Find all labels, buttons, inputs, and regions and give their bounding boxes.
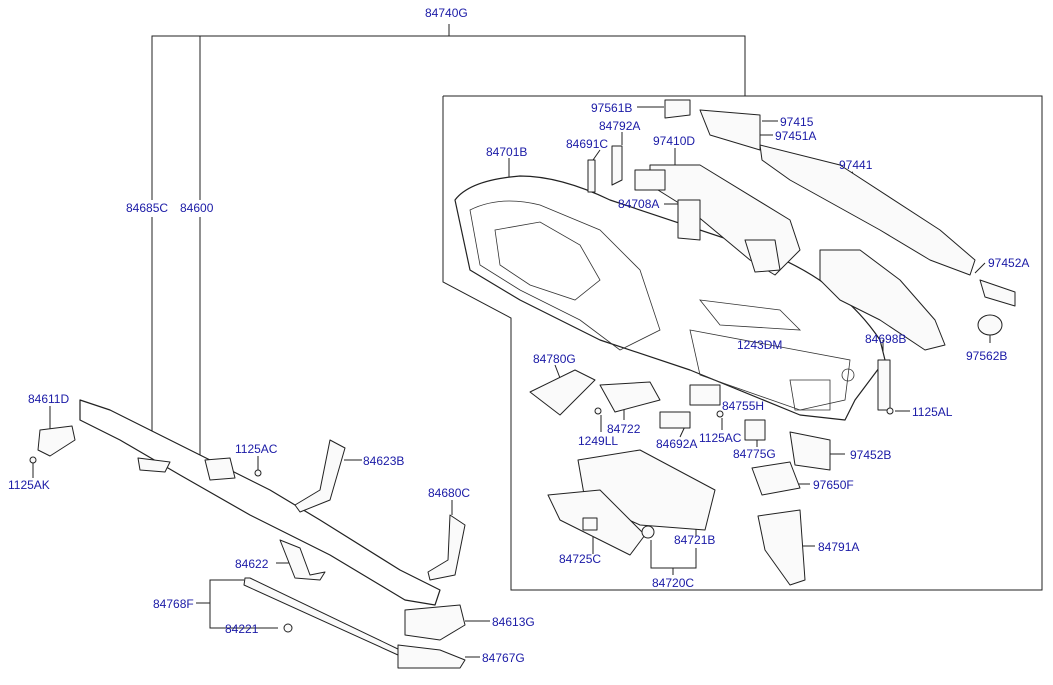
label-97452A[interactable]: 97452A	[988, 256, 1030, 270]
label-97561B[interactable]: 97561B	[591, 101, 633, 115]
label-84701B[interactable]: 84701B	[486, 145, 528, 159]
label-97410D[interactable]: 97410D	[653, 134, 696, 148]
label-84775G[interactable]: 84775G	[733, 447, 776, 461]
label-84698B[interactable]: 84698B	[865, 332, 907, 346]
inset-frame	[442, 95, 1043, 591]
label-84692A[interactable]: 84692A	[656, 437, 698, 451]
label-1125AL[interactable]: 1125AL	[912, 405, 953, 419]
label-84685C[interactable]: 84685C	[126, 201, 169, 215]
label-1125AK[interactable]: 1125AK	[8, 478, 50, 492]
label-84600[interactable]: 84600	[180, 201, 214, 215]
label-84792A[interactable]: 84792A	[599, 119, 641, 133]
small-parts-illustration	[529, 145, 894, 496]
label-97451A[interactable]: 97451A	[775, 129, 817, 143]
label-84622[interactable]: 84622	[235, 557, 269, 571]
label-1125AC-left[interactable]: 1125AC	[235, 442, 278, 456]
label-84720C[interactable]: 84720C	[652, 576, 695, 590]
label-84613G[interactable]: 84613G	[492, 615, 535, 629]
label-97452B[interactable]: 97452B	[850, 448, 892, 462]
assembly-leader-lines	[151, 24, 746, 455]
label-84623B[interactable]: 84623B	[363, 454, 405, 468]
glove-box-illustration	[547, 449, 806, 586]
duct-assembly-illustration	[634, 99, 1016, 351]
label-84708A[interactable]: 84708A	[618, 197, 660, 211]
label-84755H[interactable]: 84755H	[722, 399, 765, 413]
label-1249LL[interactable]: 1249LL	[578, 434, 619, 448]
label-84611D[interactable]: 84611D	[28, 392, 70, 406]
label-97441[interactable]: 97441	[839, 158, 873, 172]
crash-pad-illustration	[454, 175, 886, 421]
label-84680C[interactable]: 84680C	[428, 486, 471, 500]
label-97650F[interactable]: 97650F	[813, 478, 854, 492]
label-84221[interactable]: 84221	[225, 622, 259, 636]
label-84780G[interactable]: 84780G	[533, 352, 576, 366]
label-84722[interactable]: 84722	[607, 422, 641, 436]
label-84768F[interactable]: 84768F	[153, 597, 194, 611]
label-84791A[interactable]: 84791A	[818, 540, 860, 554]
label-84721B[interactable]: 84721B	[674, 533, 716, 547]
label-97562B[interactable]: 97562B	[966, 349, 1008, 363]
label-84725C[interactable]: 84725C	[559, 552, 602, 566]
label-97415[interactable]: 97415	[780, 115, 814, 129]
label-84767G[interactable]: 84767G	[482, 651, 525, 665]
label-84740G[interactable]: 84740G	[425, 6, 468, 20]
label-1125AC-right[interactable]: 1125AC	[699, 431, 742, 445]
leader-lines-left	[32, 406, 490, 658]
cowl-crossbar-illustration	[29, 399, 466, 669]
label-84691C[interactable]: 84691C	[566, 137, 609, 151]
label-1243DM[interactable]: 1243DM	[737, 338, 783, 352]
